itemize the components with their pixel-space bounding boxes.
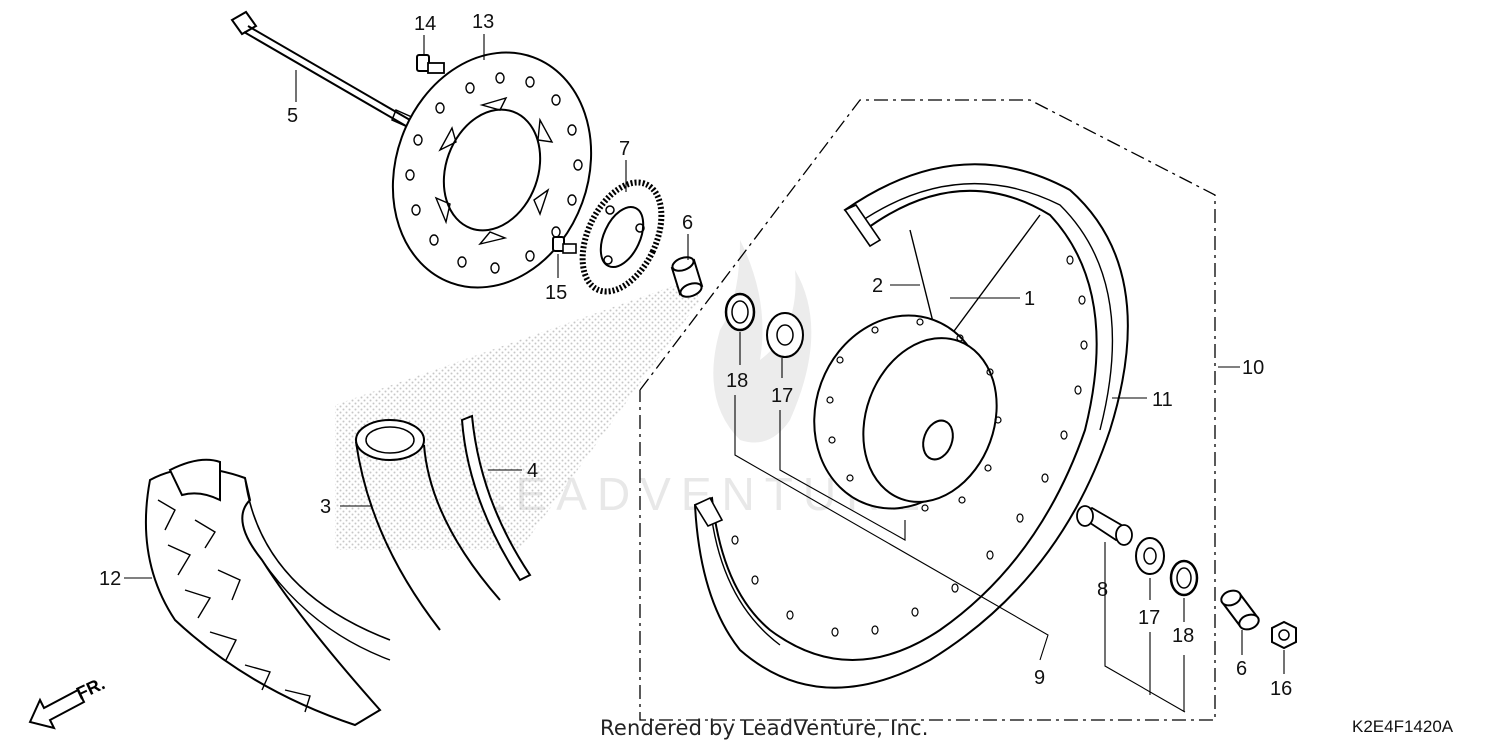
callout-2: 2 [872,275,883,297]
assembly-boundary [639,99,1216,721]
leader-lines [124,34,1285,713]
callout-10: 10 [1242,357,1264,379]
callout-17-upper: 17 [771,385,793,407]
callout-8: 8 [1097,579,1108,601]
front-direction-indicator: FR. [28,673,108,730]
footer-credit: Rendered by LeadVenture, Inc. [600,716,929,740]
inner-tube [355,419,501,631]
bearing-lower [1135,537,1165,575]
front-tire [144,458,391,727]
callout-17-lower: 17 [1138,607,1160,629]
distance-collar [1076,505,1133,546]
callout-5: 5 [287,105,298,127]
front-hub [813,314,1002,512]
callout-6-upper: 6 [682,212,693,234]
stipple-shading [335,280,700,550]
callout-18-upper: 18 [726,370,748,392]
callout-11: 11 [1152,389,1173,411]
spokes [909,214,1041,351]
callout-3: 3 [320,496,331,518]
disk-bolt-lower [552,236,577,254]
axle-nut [1271,620,1297,650]
pulser-ring [579,179,665,295]
side-collar-upper [670,256,704,298]
callout-14: 14 [414,13,436,35]
wheel-rim [693,163,1129,689]
brake-disk [391,51,593,289]
front-axle [230,10,415,130]
callout-12: 12 [99,568,121,590]
callout-16: 16 [1270,678,1292,700]
dust-seal-upper [724,292,756,332]
side-collar-lower [1220,589,1260,631]
front-arrow-icon [28,688,86,730]
rim-band [460,414,532,582]
callout-13: 13 [472,11,494,33]
callout-7: 7 [619,138,630,160]
callouts: 5 14 13 7 6 15 2 1 10 11 18 17 3 4 12 8 … [99,11,1292,700]
callout-6-lower: 6 [1236,658,1247,680]
callout-9: 9 [1034,667,1045,689]
callout-18-lower: 18 [1172,625,1194,647]
callout-15: 15 [545,282,567,304]
dust-seal-lower [1169,559,1199,597]
callout-4: 4 [527,460,538,482]
diagram-code: K2E4F1420A [1352,717,1454,736]
callout-1: 1 [1024,288,1035,310]
bearing-upper [766,312,804,358]
disk-bolt-top [416,54,445,74]
